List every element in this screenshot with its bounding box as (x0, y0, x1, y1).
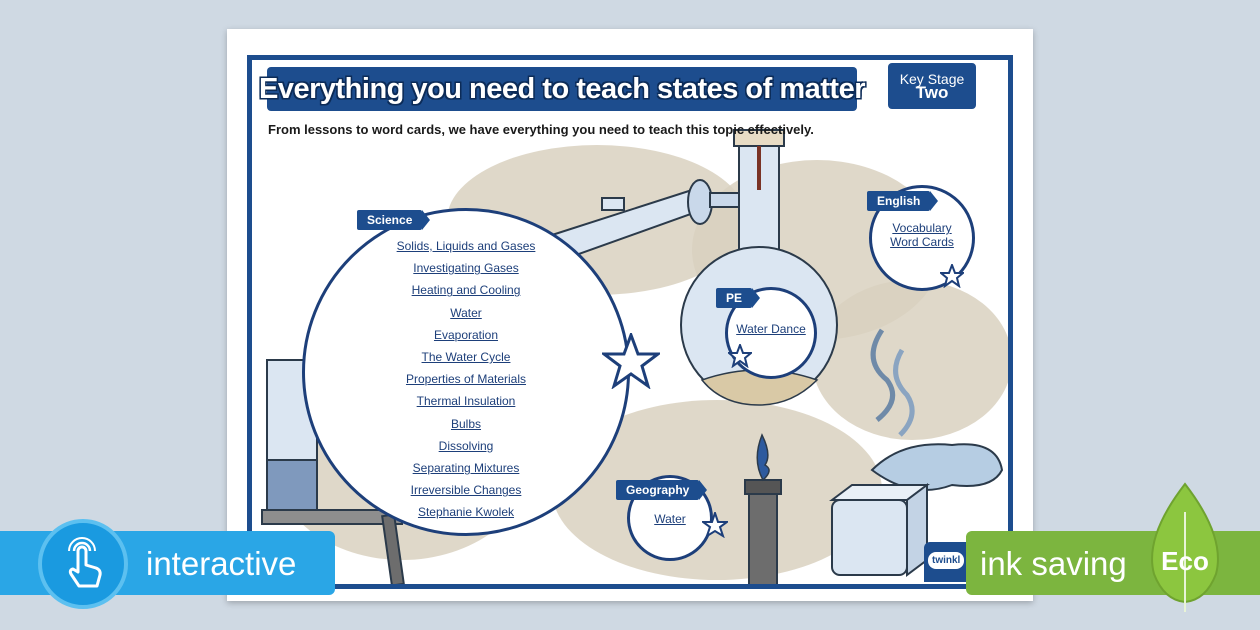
vocabulary-word-cards-link[interactable]: Vocabulary (892, 221, 952, 235)
vocabulary-word-cards-link-line2[interactable]: Word Cards (890, 235, 954, 249)
key-stage-label: Key Stage (899, 71, 965, 87)
science-link[interactable]: Thermal Insulation (416, 394, 516, 409)
science-link[interactable]: Evaporation (433, 327, 499, 342)
ink-saving-label: ink saving (980, 545, 1127, 582)
leaf-icon (1151, 482, 1219, 612)
key-stage-badge: Key Stage Two (888, 63, 976, 109)
resource-frame: Everything you need to teach states of m… (247, 55, 1013, 589)
eco-label: Eco (1161, 546, 1209, 576)
english-tag: English (867, 191, 939, 211)
star-icon (940, 264, 964, 288)
english-link-wrap: Vocabulary Word Cards (872, 221, 972, 249)
science-link[interactable]: The Water Cycle (421, 350, 511, 365)
science-link[interactable]: Water (450, 305, 482, 320)
twinkl-logo: twinkl (924, 542, 972, 582)
interactive-badge: interactive (0, 519, 335, 609)
water-link[interactable]: Water (654, 512, 686, 526)
title-banner: Everything you need to teach states of m… (259, 67, 865, 111)
eco-leaf-badge: Eco (1146, 482, 1224, 614)
hand-pointer-icon (38, 519, 128, 609)
star-icon (602, 333, 660, 389)
science-link[interactable]: Bulbs (450, 416, 482, 431)
resource-preview-sheet: Everything you need to teach states of m… (227, 29, 1033, 601)
science-link[interactable]: Dissolving (438, 438, 494, 453)
geography-tag: Geography (616, 480, 708, 500)
twinkl-logo-text: twinkl (928, 552, 965, 569)
science-link[interactable]: Solids, Liquids and Gases (396, 239, 536, 253)
page-title: Everything you need to teach states of m… (259, 72, 865, 105)
water-dance-link[interactable]: Water Dance (736, 322, 806, 336)
science-link[interactable]: Irreversible Changes (410, 483, 522, 498)
science-tag: Science (357, 210, 431, 230)
key-stage-value: Two (915, 83, 949, 102)
science-link[interactable]: Separating Mixtures (412, 461, 520, 476)
star-icon (728, 344, 752, 368)
star-icon (702, 512, 728, 538)
science-link[interactable]: Properties of Materials (405, 372, 527, 387)
pe-tag: PE (716, 288, 761, 308)
science-link[interactable]: Heating and Cooling (411, 283, 521, 298)
science-link[interactable]: Investigating Gases (413, 261, 519, 276)
interactive-label: interactive (146, 545, 297, 582)
page-subtitle: From lessons to word cards, we have ever… (268, 122, 814, 137)
lab-equipment-illustration (261, 129, 1004, 584)
science-link[interactable]: Stephanie Kwolek (417, 505, 515, 520)
